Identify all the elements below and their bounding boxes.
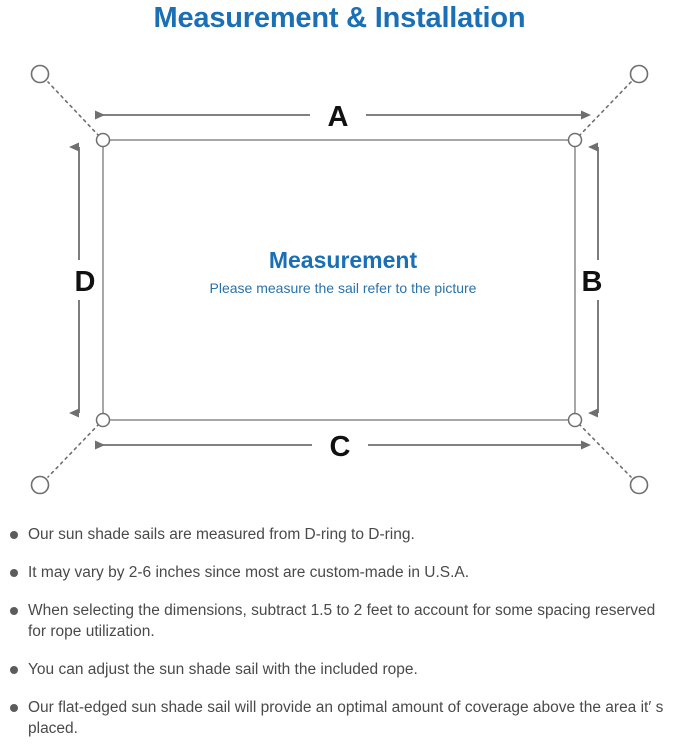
note-text: You can adjust the sun shade sail with t… (28, 661, 418, 678)
rope-lines (47, 81, 632, 478)
anchor-bottom-left-icon (30, 475, 50, 495)
bullet-icon (10, 569, 18, 577)
d-rings (95, 132, 583, 428)
dimension-label-b: B (582, 266, 603, 298)
d-ring-bottom-left-icon (95, 412, 111, 428)
list-item: It may vary by 2-6 inches since most are… (0, 562, 679, 583)
sun-shade-sail-measurement-diagram: A C D B Measurement Please measure the s… (0, 48, 679, 518)
anchor-points (30, 64, 649, 495)
bullet-icon (10, 666, 18, 674)
anchor-top-right-icon (629, 64, 649, 84)
d-ring-top-right-icon (567, 132, 583, 148)
d-ring-bottom-right-icon (567, 412, 583, 428)
diagram-center-subtitle: Please measure the sail refer to the pic… (210, 280, 477, 296)
bullet-icon (10, 531, 18, 539)
note-text: When selecting the dimensions, subtract … (28, 602, 656, 640)
note-text: Our flat-edged sun shade sail will provi… (28, 699, 664, 737)
shade-sail-body (102, 139, 576, 421)
rope-line-top-right (578, 81, 632, 137)
bullet-icon (10, 704, 18, 712)
list-item: When selecting the dimensions, subtract … (0, 600, 679, 642)
d-ring-top-left-icon (95, 132, 111, 148)
dimension-label-d: D (75, 266, 96, 298)
bullet-icon (10, 607, 18, 615)
dimension-label-c: C (330, 431, 351, 463)
anchor-top-left-icon (30, 64, 50, 84)
rope-line-top-left (47, 81, 100, 137)
page-title: Measurement & Installation (153, 2, 526, 34)
list-item: You can adjust the sun shade sail with t… (0, 659, 679, 680)
dimension-label-a: A (328, 101, 349, 133)
diagram-center-title: Measurement (269, 247, 418, 273)
rope-line-bottom-left (47, 423, 100, 478)
notes-list: Our sun shade sails are measured from D-… (0, 524, 679, 756)
anchor-bottom-right-icon (629, 475, 649, 495)
rope-line-bottom-right (578, 423, 632, 478)
note-text: Our sun shade sails are measured from D-… (28, 526, 415, 543)
list-item: Our flat-edged sun shade sail will provi… (0, 697, 679, 739)
list-item: Our sun shade sails are measured from D-… (0, 524, 679, 545)
note-text: It may vary by 2-6 inches since most are… (28, 564, 470, 581)
